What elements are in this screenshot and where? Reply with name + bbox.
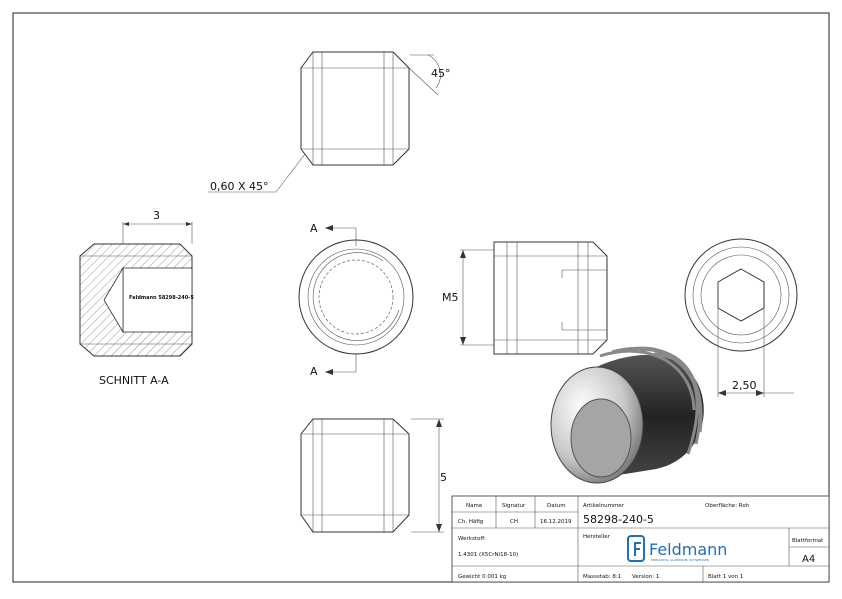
angle-label: 45° — [431, 67, 451, 80]
dim-m5-label: M5 — [442, 291, 459, 304]
hdr-signatur: Signatur — [502, 503, 526, 509]
signatur-value: CH — [510, 519, 518, 525]
chamfer-label: 0,60 X 45° — [210, 180, 269, 193]
section-inner-text: Feldmann 58298-240-5 — [129, 295, 194, 301]
title-block: Name Signatur Datum Ch. Häfig CH 16.12.2… — [451, 495, 830, 583]
datum-value: 16.12.2019 — [540, 519, 572, 525]
front-view: A A — [298, 222, 414, 378]
hersteller-label: Hersteller — [583, 534, 611, 540]
dim-height-label: 5 — [440, 471, 447, 484]
name-value: Ch. Häfig — [458, 519, 483, 525]
top-view: 45° 0,60 X 45° — [208, 51, 451, 193]
dim-width-label: 3 — [153, 209, 160, 222]
gewicht-value: Gewicht 0.001 kg — [458, 574, 506, 580]
version-value: Version: 1 — [632, 574, 659, 580]
oberflaeche-value: Oberfläche: Roh — [705, 503, 750, 509]
sheet-border — [12, 12, 830, 583]
render-3d — [550, 346, 704, 484]
logo-tagline: EDELSTAHL, ALUMINIUM, SCHWEISSEN — [651, 558, 709, 562]
blattformat-label: Blattformat — [792, 538, 824, 544]
artikelnummer-value: 58298-240-5 — [583, 513, 654, 526]
section-caption: SCHNITT A-A — [99, 374, 169, 387]
hdr-datum: Datum — [547, 503, 566, 509]
bottom-view: 5 — [300, 418, 447, 533]
hdr-name: Name — [466, 503, 483, 509]
artikel-label: Artikelnummer — [583, 503, 625, 509]
werkstoff-value: 1.4301 (X5CrNi18-10) — [458, 552, 518, 558]
massstab-value: Massstab: 8:1 — [583, 574, 621, 580]
section-letter-top: A — [310, 222, 318, 235]
logo-mark-icon — [627, 535, 645, 562]
feldmann-logo: Feldmann EDELSTAHL, ALUMINIUM, SCHWEISSE… — [627, 535, 727, 562]
werkstoff-label: Werkstoff: — [458, 536, 486, 542]
section-view: 3 Feldmann 58298-240-5 SCHNITT A-A — [79, 209, 194, 387]
blatt-value: Blatt 1 von 1 — [708, 574, 743, 580]
dim-hex-label: 2,50 — [732, 379, 757, 392]
section-letter-bottom: A — [310, 365, 318, 378]
hex-view: 2,50 — [684, 238, 798, 397]
logo-text: Feldmann — [649, 540, 727, 559]
side-view: M5 — [442, 241, 608, 355]
blattformat-value: A4 — [802, 554, 815, 565]
